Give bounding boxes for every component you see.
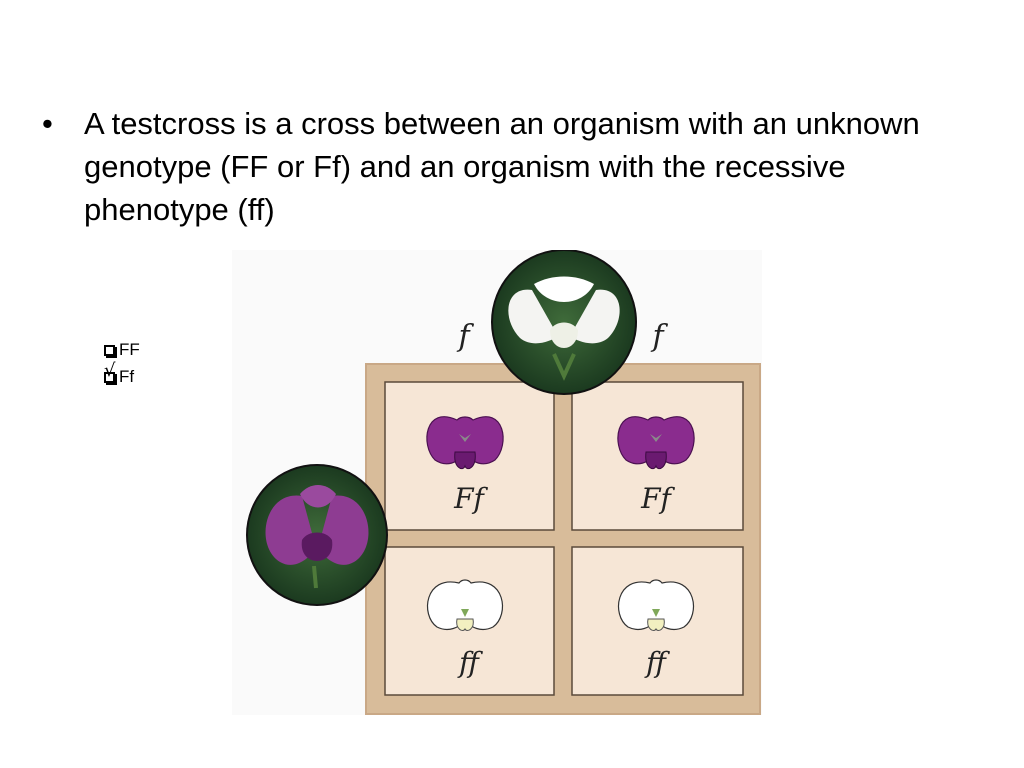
option-ff-upper: FF — [104, 336, 140, 363]
white-flower-icon — [427, 579, 503, 632]
bullet-list: • A testcross is a cross between an orga… — [42, 102, 972, 231]
white-flower-icon — [618, 579, 694, 632]
purple-flower-icon — [617, 416, 695, 470]
bullet-dot: • — [42, 106, 53, 141]
option-ff-hetero: √ Ff — [104, 360, 140, 390]
cell-genotype-1: Ff — [453, 482, 488, 515]
bullet-item: • A testcross is a cross between an orga… — [42, 102, 972, 231]
purple-flower-icon — [426, 416, 504, 470]
cell-genotype-2: Ff — [640, 482, 675, 515]
purple-parent-flower-icon — [246, 464, 388, 606]
checkbox-icon — [104, 345, 115, 356]
option-label: Ff — [119, 367, 135, 386]
option-label: FF — [119, 340, 140, 359]
bullet-text: A testcross is a cross between an organi… — [84, 106, 920, 227]
checkbox-icon — [104, 372, 115, 383]
cell-genotype-4: ff — [644, 646, 670, 679]
punnett-square: f f Ff Ff — [232, 249, 762, 715]
check-mark-icon: √ — [104, 360, 116, 381]
punnett-figure: f f Ff Ff — [232, 249, 762, 715]
white-parent-flower-icon — [491, 249, 637, 395]
genotype-options: FF √ Ff — [104, 336, 140, 390]
cell-genotype-3: ff — [457, 646, 483, 679]
